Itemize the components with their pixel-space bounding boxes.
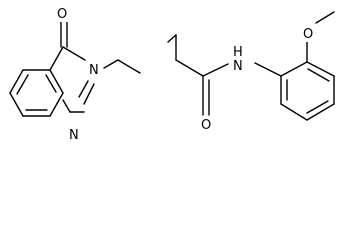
bond <box>103 59 119 69</box>
atom-nitrogen-ring-3: N <box>89 63 99 78</box>
bond <box>117 59 141 74</box>
bond <box>9 69 24 94</box>
label-background <box>232 44 246 59</box>
bond <box>45 74 57 93</box>
bond-layer <box>9 11 335 121</box>
bond <box>280 103 308 121</box>
bond <box>167 34 177 43</box>
label-background <box>88 62 102 78</box>
molecule-structure: O N N N H O O <box>9 6 335 143</box>
bond <box>280 61 308 77</box>
bond <box>16 74 29 95</box>
label-background <box>68 127 82 143</box>
atom-nitrogen-amide: N <box>233 59 243 74</box>
bond <box>254 62 282 77</box>
atom-nitrogen-ring-1: N <box>69 128 79 143</box>
label-background <box>232 58 246 74</box>
bond <box>62 46 86 61</box>
bond <box>306 103 335 121</box>
bond <box>49 92 64 117</box>
bond <box>315 11 335 24</box>
bond <box>62 99 71 113</box>
bond <box>49 46 64 71</box>
atom-oxygen-methoxy: O <box>303 27 313 42</box>
bond <box>202 63 229 77</box>
label-background <box>301 26 315 42</box>
bond <box>9 92 24 117</box>
atom-oxygen-amide: O <box>201 118 211 133</box>
bond <box>78 80 89 98</box>
atom-hydrogen-amide: H <box>233 45 243 60</box>
label-background <box>199 117 213 133</box>
bond <box>175 59 204 77</box>
atom-oxygen-ring-carbonyl: O <box>57 7 67 22</box>
bond <box>307 68 330 82</box>
bond <box>306 100 329 114</box>
bond <box>83 83 95 105</box>
bond <box>49 69 64 94</box>
label-background <box>55 6 69 22</box>
bond <box>306 61 335 77</box>
atom-label-layer: O N N N H O O <box>55 6 315 143</box>
